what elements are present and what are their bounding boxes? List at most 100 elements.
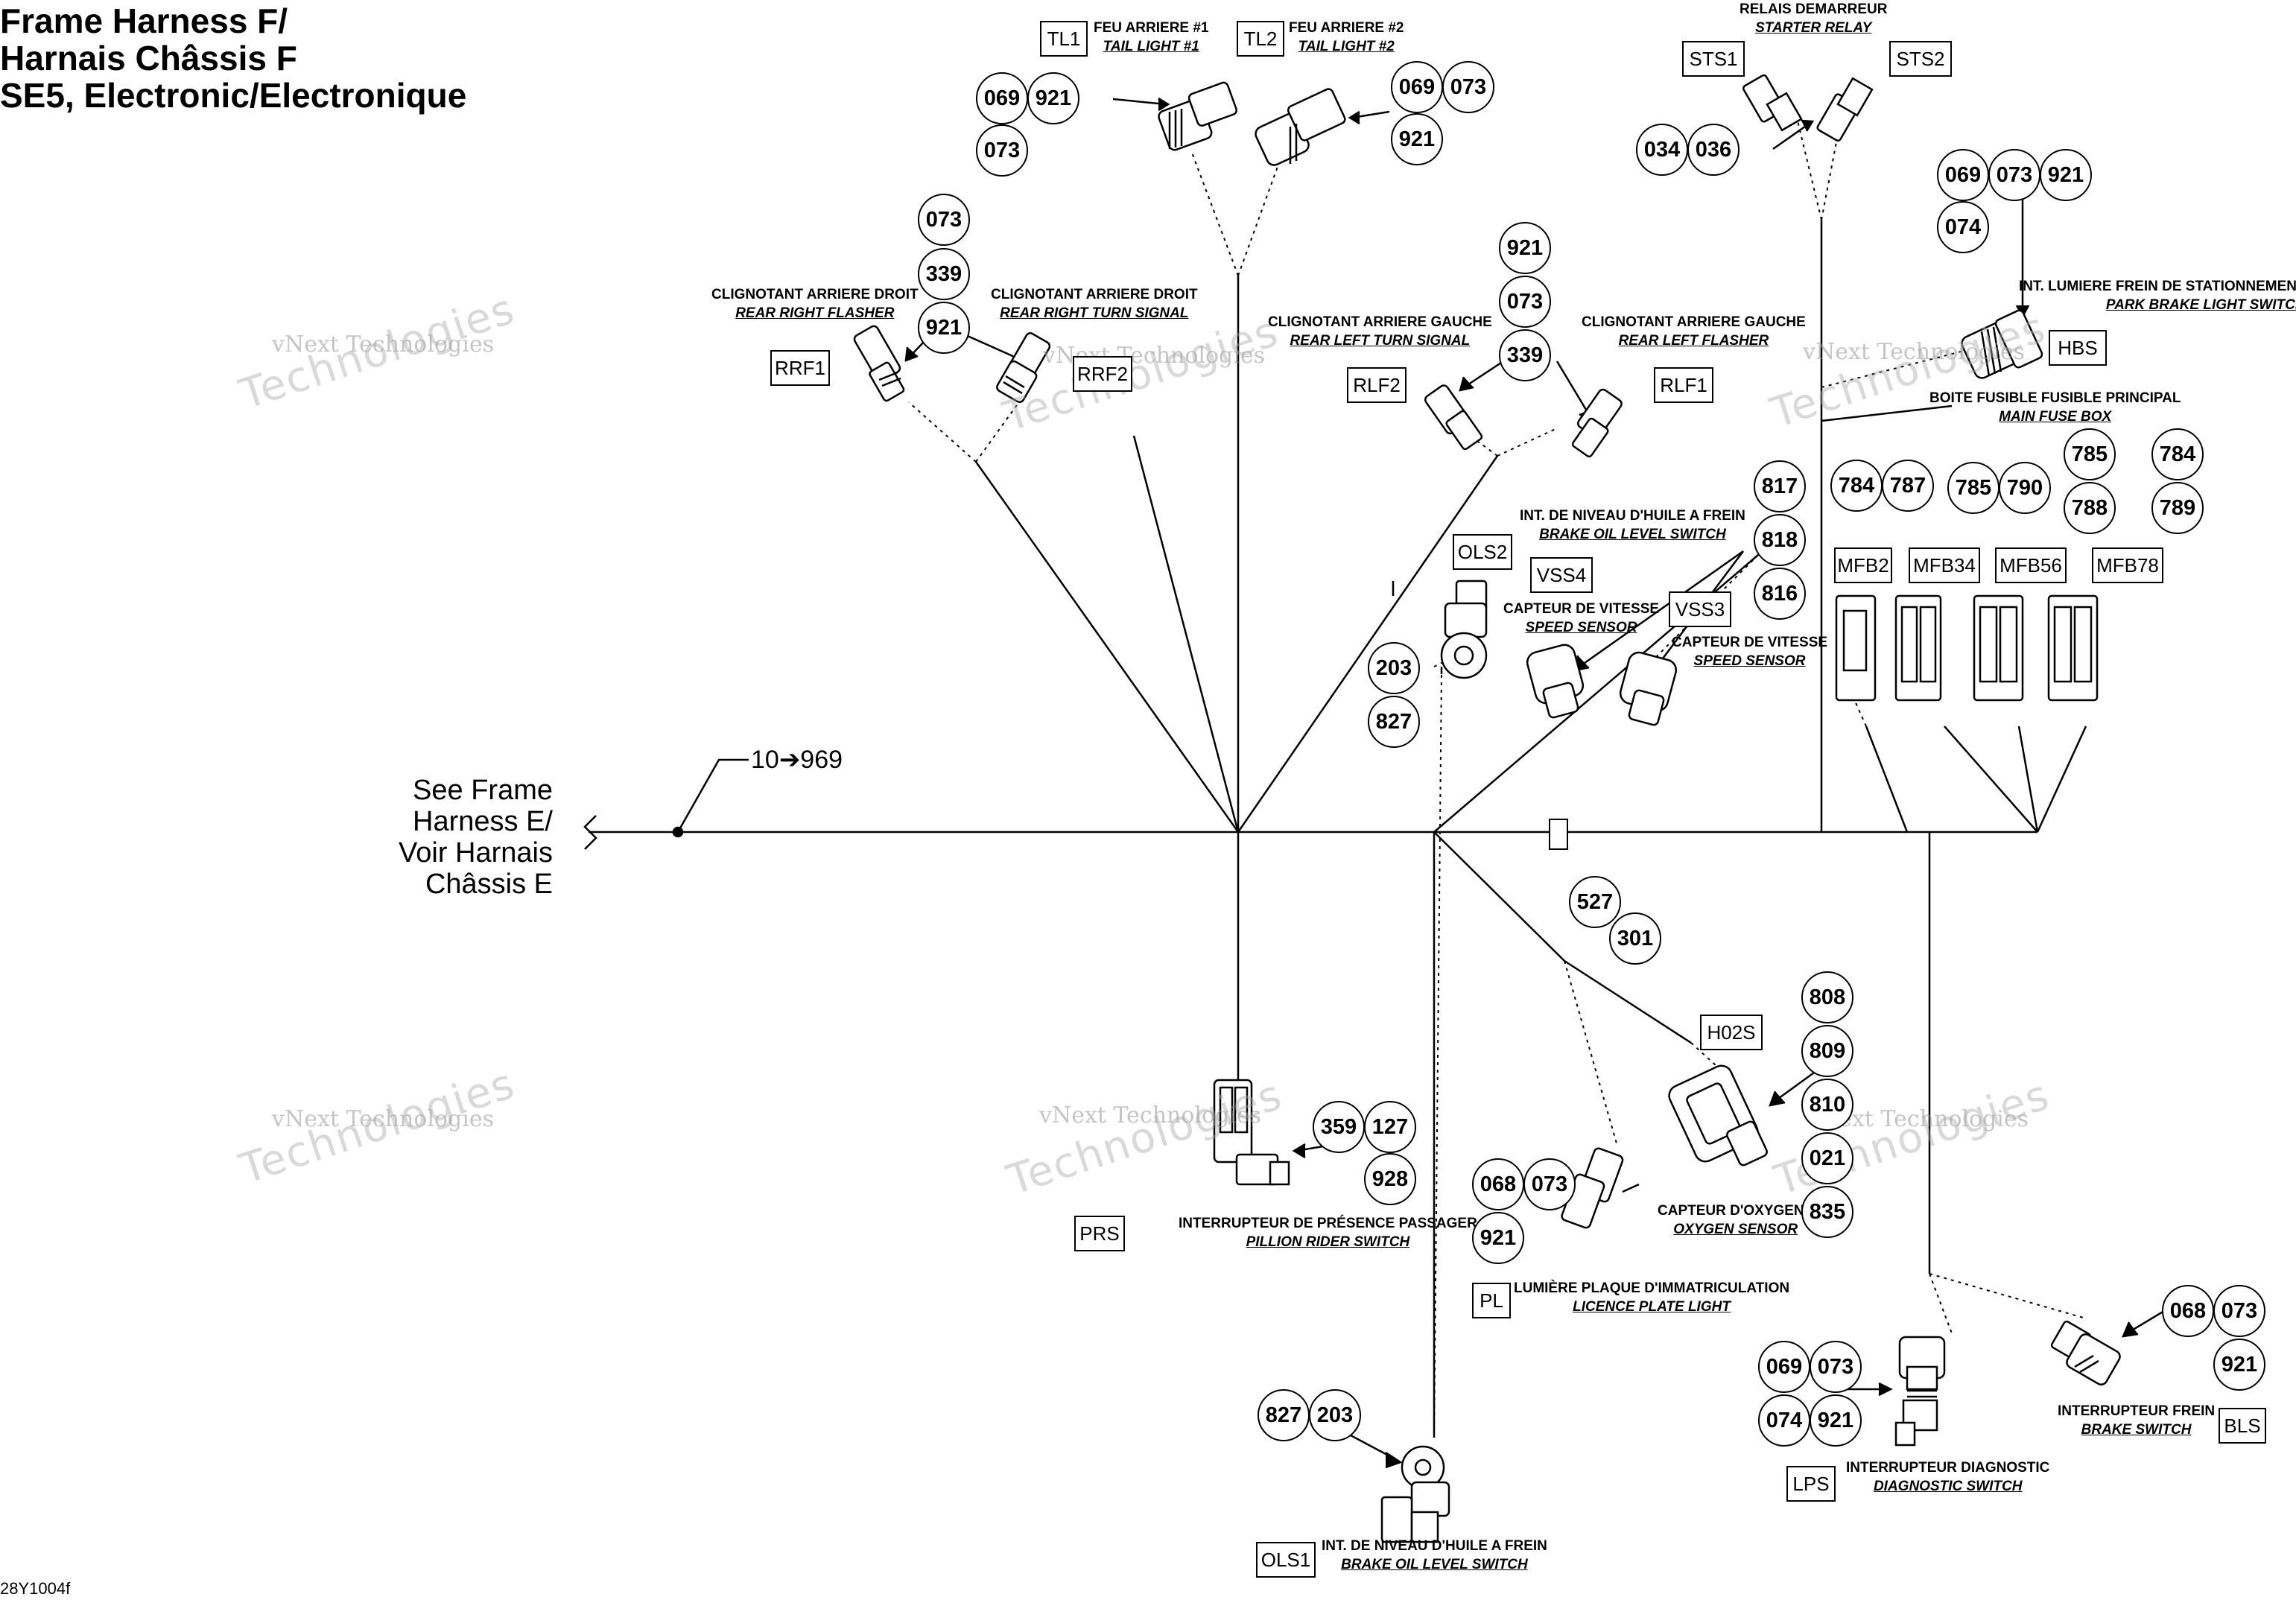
diagram-title-line-1: Frame Harness F/ bbox=[0, 1, 288, 40]
code-box-tl1[interactable]: TL1 bbox=[1040, 21, 1088, 57]
wire-circle: 921 bbox=[2213, 1339, 2265, 1391]
label-ols2-en: BRAKE OIL LEVEL SWITCH bbox=[1539, 527, 1726, 542]
code-box-sts1[interactable]: STS1 bbox=[1682, 41, 1745, 77]
diagram-title-line-2: Harnais Châssis F bbox=[0, 39, 297, 77]
see-ref-line-4: Châssis E bbox=[425, 869, 553, 900]
code-box-rrf1[interactable]: RRF1 bbox=[770, 350, 830, 386]
code-box-mfb56[interactable]: MFB56 bbox=[1995, 547, 2067, 583]
label-tl2-en: TAIL LIGHT #2 bbox=[1298, 39, 1395, 54]
wire-circle: 785 bbox=[2064, 428, 2116, 480]
code-box-ols2[interactable]: OLS2 bbox=[1453, 534, 1512, 570]
label-sts-en: STARTER RELAY bbox=[1755, 20, 1872, 36]
code-box-bls[interactable]: BLS bbox=[2219, 1408, 2266, 1444]
code-box-lps[interactable]: LPS bbox=[1786, 1466, 1836, 1502]
label-rlf2-fr: CLIGNOTANT ARRIERE GAUCHE bbox=[1268, 314, 1492, 330]
label-vss3-fr: CAPTEUR DE VITESSE bbox=[1672, 635, 1828, 650]
diagram-title-line-3: SE5, Electronic/Electronique bbox=[0, 76, 467, 115]
lps-connector bbox=[1894, 1336, 1946, 1447]
wire-circle: 784 bbox=[2151, 428, 2204, 480]
wire-circle: 921 bbox=[918, 302, 970, 354]
wire-circle: 788 bbox=[2064, 482, 2116, 534]
code-box-vss4[interactable]: VSS4 bbox=[1530, 557, 1593, 593]
rlf1-connector bbox=[1571, 388, 1623, 458]
rrf2-connector bbox=[996, 332, 1051, 403]
code-box-vss3[interactable]: VSS3 bbox=[1669, 591, 1731, 627]
code-box-h02s[interactable]: H02S bbox=[1700, 1015, 1763, 1050]
label-vss4: CAPTEUR DE VITESSE SPEED SENSOR bbox=[1503, 600, 1659, 637]
wire-circle: 928 bbox=[1364, 1153, 1416, 1205]
code-box-rlf2[interactable]: RLF2 bbox=[1347, 367, 1407, 403]
wire-circle: 359 bbox=[1313, 1101, 1365, 1153]
code-box-pl[interactable]: PL bbox=[1472, 1283, 1511, 1318]
label-lps-fr: INTERRUPTEUR DIAGNOSTIC bbox=[1846, 1460, 2050, 1476]
label-h02s: CAPTEUR D'OXYGENE OXYGEN SENSOR bbox=[1658, 1201, 1813, 1239]
label-tl1-fr: FEU ARRIERE #1 bbox=[1094, 20, 1209, 36]
vss3-connector bbox=[1619, 651, 1678, 726]
label-rrf2: CLIGNOTANT ARRIERE DROIT REAR RIGHT TURN… bbox=[991, 285, 1198, 323]
label-prs-fr: INTERRUPTEUR DE PRÉSENCE PASSAGER bbox=[1179, 1216, 1477, 1231]
code-box-rlf1[interactable]: RLF1 bbox=[1654, 367, 1713, 403]
label-hbs: INT. LUMIERE FREIN DE STATIONNEMENT PARK… bbox=[2019, 277, 2296, 314]
code-box-rrf2[interactable]: RRF2 bbox=[1073, 356, 1132, 392]
code-box-mfb34[interactable]: MFB34 bbox=[1909, 547, 1980, 583]
wire-circle: 835 bbox=[1801, 1186, 1853, 1238]
wire-circle: 784 bbox=[1830, 460, 1883, 512]
wire-circle: 816 bbox=[1754, 568, 1806, 620]
code-box-tl2[interactable]: TL2 bbox=[1237, 21, 1284, 57]
ols2-connector bbox=[1440, 580, 1488, 679]
label-ols1-en: BRAKE OIL LEVEL SWITCH bbox=[1341, 1557, 1528, 1572]
label-hbs-en: PARK BRAKE LIGHT SWITCH bbox=[2105, 297, 2296, 313]
label-prs-en: PILLION RIDER SWITCH bbox=[1246, 1234, 1410, 1250]
label-tl1: FEU ARRIERE #1 TAIL LIGHT #1 bbox=[1094, 19, 1209, 56]
starter-relay-connectors bbox=[1742, 74, 1874, 142]
label-lps: INTERRUPTEUR DIAGNOSTIC DIAGNOSTIC SWITC… bbox=[1846, 1458, 2049, 1496]
wire-circle: 069 bbox=[1758, 1341, 1810, 1393]
tl1-connector bbox=[1158, 81, 1237, 151]
wire-circle: 127 bbox=[1364, 1101, 1416, 1153]
label-rrf1: CLIGNOTANT ARRIERE DROIT REAR RIGHT FLAS… bbox=[711, 285, 919, 323]
wire-circle: 073 bbox=[1442, 61, 1494, 113]
wire-circle: 073 bbox=[1810, 1341, 1862, 1393]
code-box-prs[interactable]: PRS bbox=[1074, 1216, 1125, 1251]
wire-circle: 808 bbox=[1801, 971, 1853, 1023]
rrf1-connector bbox=[853, 325, 905, 402]
label-bls-en: BRAKE SWITCH bbox=[2081, 1422, 2192, 1438]
ols1-connector bbox=[1380, 1445, 1450, 1543]
wire-circle: 921 bbox=[1499, 222, 1551, 274]
label-tl2: FEU ARRIERE #2 TAIL LIGHT #2 bbox=[1289, 19, 1404, 56]
wire-circle: 817 bbox=[1754, 460, 1806, 512]
code-box-mfb2[interactable]: MFB2 bbox=[1834, 547, 1892, 583]
label-rlf2-en: REAR LEFT TURN SIGNAL bbox=[1290, 333, 1471, 349]
bls-connector bbox=[2050, 1320, 2121, 1385]
label-rlf2: CLIGNOTANT ARRIERE GAUCHE REAR LEFT TURN… bbox=[1268, 313, 1492, 350]
code-box-sts2[interactable]: STS2 bbox=[1889, 41, 1952, 77]
code-box-hbs[interactable]: HBS bbox=[2049, 330, 2107, 366]
label-ols2: INT. DE NIVEAU D'HUILE A FREIN BRAKE OIL… bbox=[1520, 507, 1745, 544]
connector-drawings bbox=[853, 74, 2121, 1543]
see-ref-line-3: Voir Harnais bbox=[399, 837, 553, 869]
wire-circle: 339 bbox=[1499, 329, 1551, 381]
watermark-text: vNext Technologies bbox=[1803, 339, 2026, 365]
see-ref-line-2: Harness E/ bbox=[413, 806, 553, 837]
wire-circle: 068 bbox=[1472, 1158, 1524, 1210]
label-vss3: CAPTEUR DE VITESSE SPEED SENSOR bbox=[1672, 633, 1827, 670]
h02s-connector bbox=[1668, 1064, 1768, 1166]
wire-circle: 203 bbox=[1309, 1389, 1361, 1441]
wire-circle: 036 bbox=[1687, 124, 1740, 176]
wire-circle: 921 bbox=[1472, 1212, 1524, 1264]
label-pl: LUMIÈRE PLAQUE D'IMMATRICULATION LICENCE… bbox=[1514, 1279, 1789, 1316]
label-h02s-fr: CAPTEUR D'OXYGENE bbox=[1658, 1203, 1814, 1219]
see-ref-line-1: See Frame bbox=[413, 775, 553, 806]
label-rrf2-en: REAR RIGHT TURN SIGNAL bbox=[1000, 305, 1189, 321]
wire-circle: 921 bbox=[1810, 1394, 1862, 1447]
wire-circle: 301 bbox=[1609, 912, 1661, 965]
label-lps-en: DIAGNOSTIC SWITCH bbox=[1873, 1479, 2023, 1494]
wire-circle: 785 bbox=[1947, 462, 2000, 514]
label-sts-fr: RELAIS DEMARREUR bbox=[1740, 1, 1888, 17]
label-ols2-fr: INT. DE NIVEAU D'HUILE A FREIN bbox=[1520, 508, 1745, 524]
wire-circle: 073 bbox=[976, 124, 1028, 177]
code-box-ols1[interactable]: OLS1 bbox=[1256, 1542, 1316, 1578]
wire-circle: 069 bbox=[1937, 149, 1989, 201]
code-box-mfb78[interactable]: MFB78 bbox=[2092, 547, 2163, 583]
vss4-connector bbox=[1526, 644, 1585, 719]
